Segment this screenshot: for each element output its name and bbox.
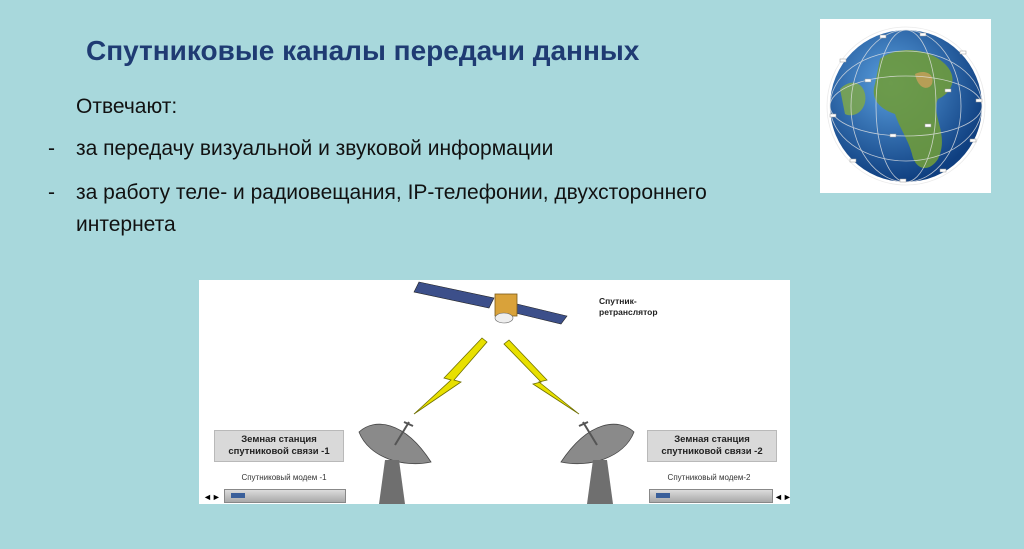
- dish-antenna-icon: [359, 422, 431, 504]
- satellite-label-line1: Спутник-: [599, 296, 658, 307]
- modem-icon: [224, 489, 346, 503]
- dish-antenna-icon: [561, 422, 634, 504]
- globe-icon: [820, 19, 991, 193]
- arrow-icon: ◄►: [203, 492, 221, 502]
- bullet-dash: -: [48, 177, 55, 209]
- bullet-text-line1: за работу теле- и радиовещания, IP-телеф…: [76, 177, 707, 209]
- bullet-dash: -: [48, 133, 55, 165]
- intro-text: Отвечают:: [76, 95, 177, 119]
- modem-2-label: Спутниковый модем-2: [654, 473, 764, 482]
- lightning-icon: [414, 338, 579, 414]
- page-title: Спутниковые каналы передачи данных: [86, 35, 639, 67]
- bullet-text-line2: интернета: [76, 209, 176, 241]
- satellite-label-line2: ретранслятор: [599, 307, 658, 318]
- modem-icon: [649, 489, 773, 503]
- bullet-item: - за передачу визуальной и звуковой инфо…: [48, 133, 808, 165]
- satellite-diagram: Спутник- ретранслятор Земная станция спу…: [199, 280, 790, 504]
- arrow-icon: ◄►: [774, 492, 792, 502]
- station-2-line1: Земная станция: [652, 434, 772, 446]
- globe-image: [820, 19, 991, 193]
- station-2-line2: спутниковой связи -2: [652, 446, 772, 458]
- station-1-label: Земная станция спутниковой связи -1: [214, 430, 344, 462]
- station-1-line1: Земная станция: [219, 434, 339, 446]
- bullet-text: за передачу визуальной и звуковой информ…: [76, 133, 553, 165]
- modem-1-label: Спутниковый модем -1: [229, 473, 339, 482]
- station-1-line2: спутниковой связи -1: [219, 446, 339, 458]
- station-2-label: Земная станция спутниковой связи -2: [647, 430, 777, 462]
- satellite-icon: [414, 282, 567, 324]
- bullet-item: - за работу теле- и радиовещания, IP-тел…: [48, 177, 818, 241]
